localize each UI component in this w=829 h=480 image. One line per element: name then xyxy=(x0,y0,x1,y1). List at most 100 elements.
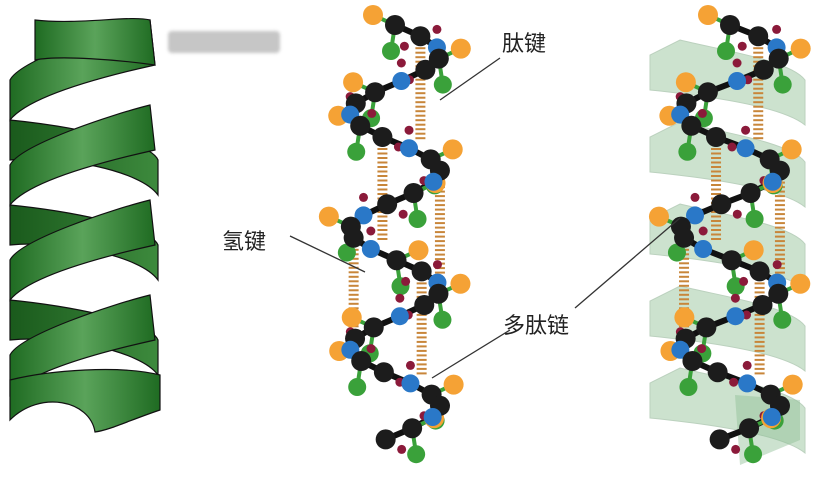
carbon-atom xyxy=(711,194,732,215)
side-chain-green-atom xyxy=(337,243,356,262)
nitrogen-atom xyxy=(424,172,443,191)
side-chain-green-atom xyxy=(348,378,367,396)
hydrogen-atom xyxy=(772,260,782,270)
carbon-atom xyxy=(415,59,436,80)
nitrogen-atom xyxy=(401,374,420,393)
carbon-atom xyxy=(749,261,770,282)
leader-lines xyxy=(289,57,681,379)
carbon-atom xyxy=(768,283,789,304)
oxygen-atom xyxy=(697,108,707,118)
nitrogen-atom xyxy=(763,172,782,191)
side-chain-green-atom xyxy=(407,445,426,464)
ribbon-helix xyxy=(9,17,161,433)
carbon-atom xyxy=(748,26,769,47)
hydrogen-atom xyxy=(359,192,369,202)
oxygen-atom xyxy=(398,209,408,219)
hydrogen-atom xyxy=(698,226,708,236)
side-chain-green-atom xyxy=(773,75,792,94)
side-chain-orange-atom xyxy=(343,72,364,93)
side-chain-orange-atom xyxy=(443,374,464,395)
side-chain-orange-atom xyxy=(674,307,695,328)
carbon-atom xyxy=(681,115,702,136)
hydrogen-atom xyxy=(690,192,700,202)
side-chain-orange-atom xyxy=(408,240,429,261)
carbon-atom xyxy=(377,194,398,215)
oxygen-atom xyxy=(697,344,707,354)
side-chain-green-atom xyxy=(408,210,427,228)
carbon-atom xyxy=(373,362,394,383)
side-chain-orange-atom xyxy=(442,139,463,160)
oxygen-atom xyxy=(401,276,411,286)
oxygen-atom xyxy=(399,41,409,51)
side-chain-green-atom xyxy=(433,75,452,94)
carbon-atom xyxy=(403,183,424,203)
hydrogen-atom xyxy=(742,360,752,370)
side-chain-orange-atom xyxy=(341,307,362,328)
oxygen-atom xyxy=(732,209,742,219)
side-chain-green-atom xyxy=(745,210,764,228)
hydrogen-atom xyxy=(395,293,405,303)
side-chain-orange-atom xyxy=(318,206,339,227)
carbon-atom xyxy=(363,317,384,338)
carbon-atom xyxy=(428,283,449,304)
side-chain-green-atom xyxy=(679,378,698,396)
carbon-atom xyxy=(721,250,742,271)
carbon-atom xyxy=(697,82,718,103)
carbon-atom xyxy=(375,429,396,450)
side-chain-orange-atom xyxy=(698,5,718,25)
hydrogen-atom xyxy=(432,260,442,270)
carbon-atom xyxy=(365,82,386,103)
carbon-atom xyxy=(752,295,773,315)
carbon-atom xyxy=(768,48,789,69)
side-chain-green-atom xyxy=(382,42,400,60)
side-chain-orange-atom xyxy=(648,206,669,227)
oxygen-atom xyxy=(739,276,749,286)
side-chain-green-atom xyxy=(667,243,686,262)
oxygen-atom xyxy=(367,108,377,118)
peptide-bond-leader xyxy=(439,57,501,101)
nitrogen-atom xyxy=(390,307,409,326)
oxygen-atom xyxy=(397,444,407,454)
hydrogen-atom xyxy=(396,58,406,68)
carbon-atom xyxy=(402,418,423,439)
ball-stick-helix-middle xyxy=(318,5,471,464)
side-chain-orange-atom xyxy=(782,374,803,395)
nitrogen-atom xyxy=(361,240,380,258)
side-chain-orange-atom xyxy=(450,273,471,294)
side-chain-orange-atom xyxy=(363,5,383,25)
carbon-atom xyxy=(696,317,717,338)
hydrogen-atom xyxy=(404,125,414,135)
carbon-atom xyxy=(706,127,727,147)
polypeptide-chain-label: 多肽链 xyxy=(503,314,570,339)
oxygen-atom xyxy=(737,41,747,51)
side-chain-green-atom xyxy=(744,445,763,464)
ball-stick-helix-right xyxy=(648,5,811,464)
side-chain-orange-atom xyxy=(743,240,764,261)
oxygen-atom xyxy=(727,142,737,152)
carbon-atom xyxy=(753,59,774,80)
carbon-atom xyxy=(739,418,760,439)
side-chain-orange-atom xyxy=(781,139,802,160)
nitrogen-atom xyxy=(728,72,747,90)
carbon-atom xyxy=(410,26,431,47)
hydrogen-atom xyxy=(366,226,376,236)
chain-leader-middle xyxy=(431,329,511,379)
carbon-atom xyxy=(740,183,761,203)
chain-leader-right xyxy=(574,217,681,309)
oxygen-atom xyxy=(729,377,739,387)
carbon-atom xyxy=(351,351,372,371)
carbon-atom xyxy=(707,362,728,383)
nitrogen-atom xyxy=(736,139,755,158)
side-chain-orange-atom xyxy=(790,273,811,294)
carbon-atom xyxy=(720,15,740,35)
nitrogen-atom xyxy=(762,408,781,426)
oxygen-atom xyxy=(366,344,376,354)
side-chain-orange-atom xyxy=(675,72,696,93)
hydrogen-bond-leader xyxy=(289,235,366,273)
nitrogen-atom xyxy=(694,240,713,258)
hydrogen-atom xyxy=(741,125,751,135)
hydrogen-atom xyxy=(730,293,740,303)
nitrogen-atom xyxy=(738,374,757,393)
nitrogen-atom xyxy=(400,139,419,158)
